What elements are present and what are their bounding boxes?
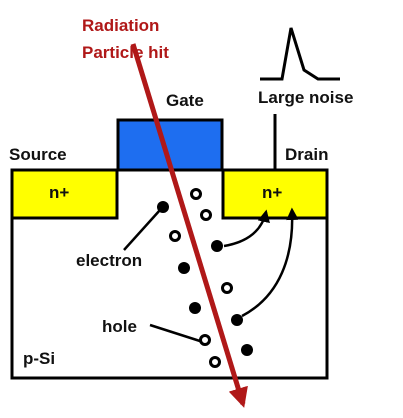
electrons (157, 201, 253, 356)
title-line-2: Particle hit (82, 43, 169, 62)
substrate-label: p-Si (23, 349, 55, 368)
noise-label: Large noise (258, 88, 353, 107)
electron-pointer (123, 209, 161, 251)
hole-circle (190, 188, 202, 200)
electron-dot (231, 314, 243, 326)
hole-circle (221, 282, 233, 294)
drain-doping-label: n+ (262, 183, 282, 202)
drain-label: Drain (285, 145, 328, 164)
electron-dot (157, 201, 169, 213)
gate-label: Gate (166, 91, 204, 110)
hole-circle (169, 230, 181, 242)
source-region (10, 168, 119, 220)
particle-trajectory-arrow (130, 43, 248, 408)
hole-label: hole (102, 317, 137, 336)
electron-dot (189, 302, 201, 314)
electron-dot (211, 240, 223, 252)
electron-dot (178, 262, 190, 274)
hole-circle (209, 356, 221, 368)
electron-label: electron (76, 251, 142, 270)
noise-spike-icon (260, 27, 340, 81)
hole-pointer (149, 323, 204, 344)
holes (169, 188, 233, 368)
source-doping-label: n+ (49, 183, 69, 202)
drift-arrow-outer (241, 207, 299, 318)
electron-dot (241, 344, 253, 356)
title-line-1: Radiation (82, 16, 159, 35)
hole-circle (200, 209, 212, 221)
hole-circle (199, 334, 211, 346)
source-label: Source (9, 145, 67, 164)
drift-arrow-inner (223, 209, 270, 248)
